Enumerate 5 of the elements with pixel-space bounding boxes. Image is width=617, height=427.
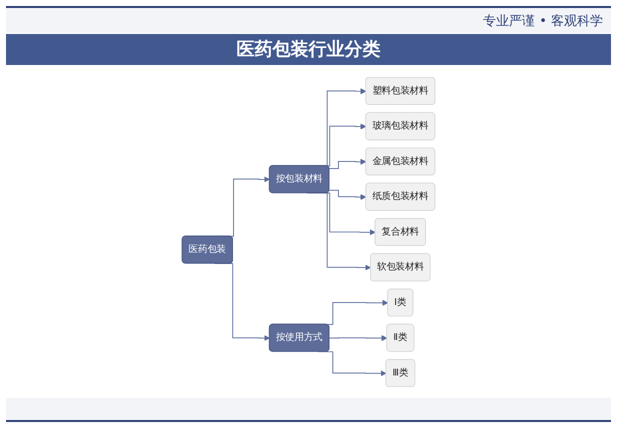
slogan-text: 专业严谨 • 客观科学: [483, 14, 603, 29]
arrow: [328, 190, 366, 200]
arrow: [328, 158, 366, 169]
arrow: [329, 335, 388, 342]
title-banner: 医药包装行业分类: [6, 34, 611, 65]
